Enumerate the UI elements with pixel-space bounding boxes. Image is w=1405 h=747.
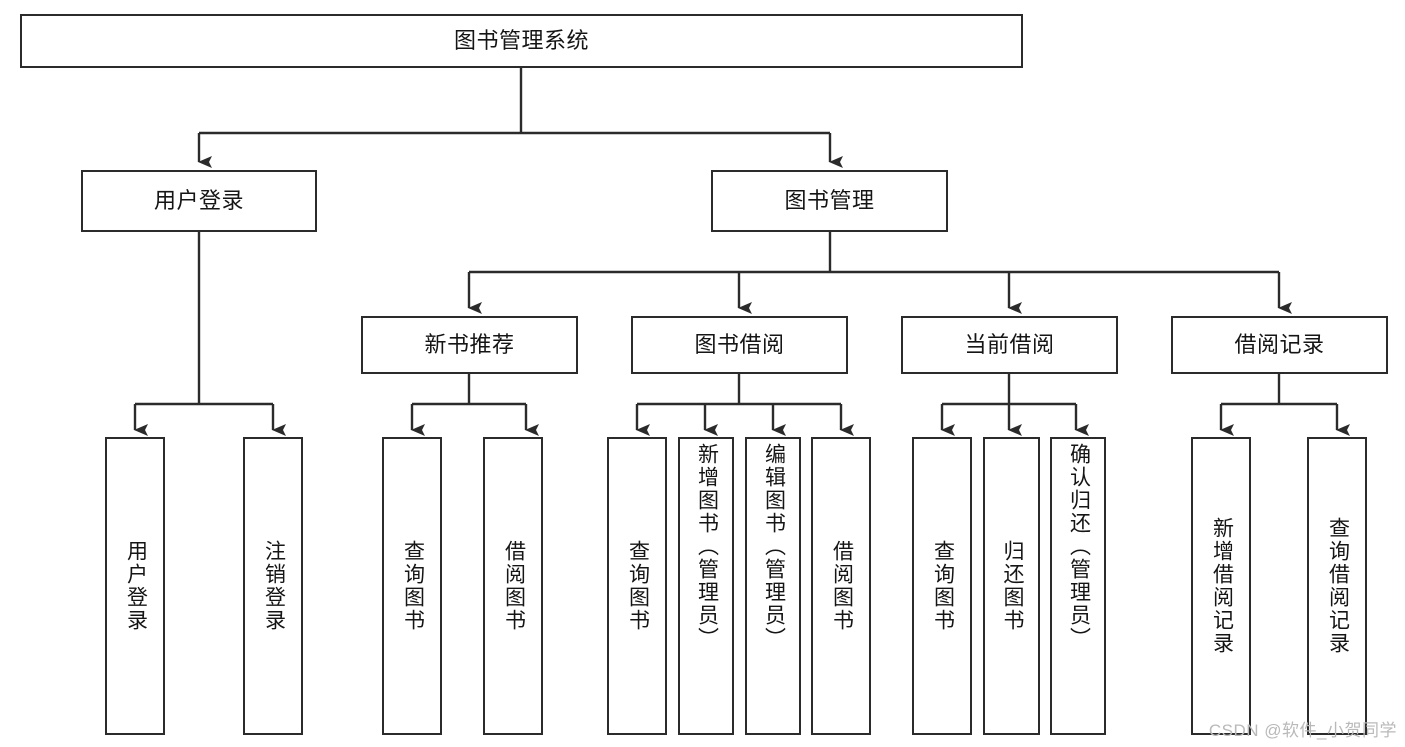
leaf-current-borrow-confirm-label: 确认归还（管理员） — [1067, 443, 1091, 650]
node-book-management-label: 图书管理 — [784, 187, 875, 213]
leaf-borrow-record-add-label: 新增借阅记录 — [1210, 517, 1234, 655]
watermark: CSDN @软件_小贺同学 — [1208, 721, 1397, 740]
leaf-borrow-record-query-label: 查询借阅记录 — [1326, 517, 1350, 655]
leaf-book-borrow-query[interactable]: 查询图书 — [607, 437, 667, 735]
leaf-new-book-borrow[interactable]: 借阅图书 — [483, 437, 543, 735]
leaf-user-login-login-label: 用户登录 — [124, 540, 148, 632]
node-new-book-recommend[interactable]: 新书推荐 — [361, 316, 578, 374]
leaf-book-borrow-edit-label: 编辑图书（管理员） — [762, 443, 786, 650]
node-user-login[interactable]: 用户登录 — [81, 170, 317, 232]
leaf-current-borrow-return[interactable]: 归还图书 — [983, 437, 1040, 735]
node-current-borrow[interactable]: 当前借阅 — [901, 316, 1118, 374]
node-book-management[interactable]: 图书管理 — [711, 170, 948, 232]
node-user-login-label: 用户登录 — [153, 187, 244, 213]
node-new-book-recommend-label: 新书推荐 — [424, 331, 515, 357]
node-book-borrow-label: 图书借阅 — [694, 331, 785, 357]
node-borrow-record[interactable]: 借阅记录 — [1171, 316, 1388, 374]
leaf-new-book-query-label: 查询图书 — [401, 540, 425, 632]
node-book-borrow[interactable]: 图书借阅 — [631, 316, 848, 374]
leaf-current-borrow-return-label: 归还图书 — [1000, 540, 1024, 632]
leaf-book-borrow-add[interactable]: 新增图书（管理员） — [678, 437, 734, 735]
leaf-user-login-login[interactable]: 用户登录 — [105, 437, 165, 735]
node-root-label: 图书管理系统 — [453, 27, 589, 53]
leaf-current-borrow-query[interactable]: 查询图书 — [912, 437, 972, 735]
leaf-borrow-record-add[interactable]: 新增借阅记录 — [1191, 437, 1251, 735]
node-current-borrow-label: 当前借阅 — [964, 331, 1055, 357]
leaf-borrow-record-query[interactable]: 查询借阅记录 — [1307, 437, 1367, 735]
leaf-current-borrow-confirm[interactable]: 确认归还（管理员） — [1050, 437, 1106, 735]
leaf-book-borrow-query-label: 查询图书 — [626, 540, 650, 632]
node-root[interactable]: 图书管理系统 — [20, 14, 1023, 68]
node-borrow-record-label: 借阅记录 — [1234, 331, 1325, 357]
leaf-book-borrow-add-label: 新增图书（管理员） — [695, 443, 719, 650]
leaf-user-login-logout[interactable]: 注销登录 — [243, 437, 303, 735]
leaf-new-book-query[interactable]: 查询图书 — [382, 437, 442, 735]
leaf-current-borrow-query-label: 查询图书 — [931, 540, 955, 632]
leaf-book-borrow-edit[interactable]: 编辑图书（管理员） — [745, 437, 801, 735]
leaf-user-login-logout-label: 注销登录 — [262, 540, 286, 632]
leaf-book-borrow-borrow-label: 借阅图书 — [830, 540, 854, 632]
leaf-book-borrow-borrow[interactable]: 借阅图书 — [811, 437, 871, 735]
leaf-new-book-borrow-label: 借阅图书 — [502, 540, 526, 632]
